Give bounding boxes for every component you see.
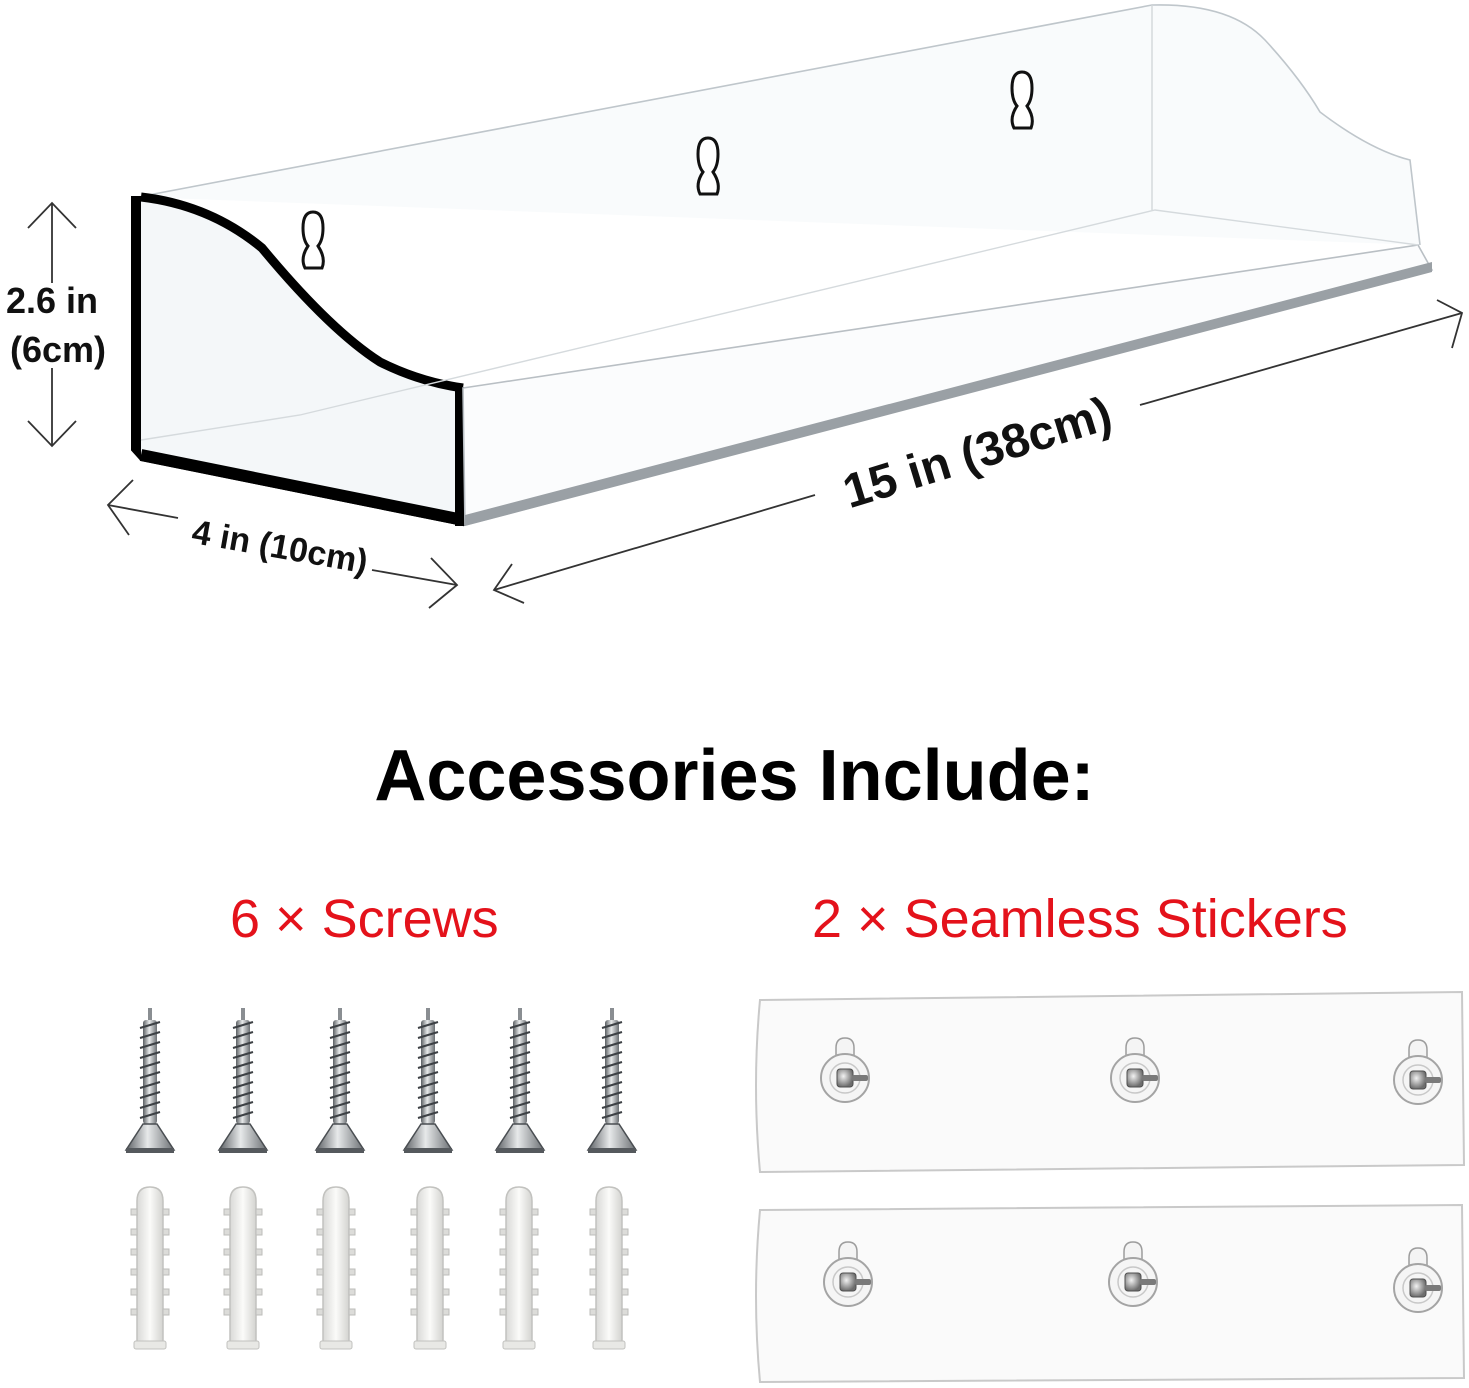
screws-label: 6 × Screws: [230, 889, 499, 949]
wall-anchor-icon: [130, 1186, 170, 1350]
sticker-strip: [755, 1203, 1466, 1384]
wall-anchor-icon: [410, 1186, 450, 1350]
keyhole-slot-icon: [301, 70, 1034, 270]
screw-icon: [587, 1007, 637, 1154]
screws-group: [125, 1007, 637, 1154]
anchors-group: [130, 1186, 629, 1350]
acrylic-shelf: [131, 4, 1434, 527]
sticker-strip: [755, 990, 1466, 1174]
screw-icon: [218, 1007, 268, 1154]
screw-icon: [403, 1007, 453, 1154]
accessories-heading: Accessories Include:: [374, 736, 1095, 816]
wall-anchor-icon: [316, 1186, 356, 1350]
screw-icon: [125, 1007, 175, 1154]
wall-anchor-icon: [223, 1186, 263, 1350]
depth-label: 4 in (10cm): [189, 513, 371, 581]
height-arrow: [27, 201, 77, 448]
screw-icon: [315, 1007, 365, 1154]
stickers-label: 2 × Seamless Stickers: [812, 889, 1348, 949]
height-in-label: 2.6 in: [6, 280, 98, 321]
wall-anchor-icon: [589, 1186, 629, 1350]
screw-icon: [495, 1007, 545, 1154]
depth-arrow: [106, 479, 459, 609]
wall-anchor-icon: [499, 1186, 539, 1350]
height-cm-label: (6cm): [10, 329, 106, 370]
length-arrow: [492, 299, 1464, 604]
